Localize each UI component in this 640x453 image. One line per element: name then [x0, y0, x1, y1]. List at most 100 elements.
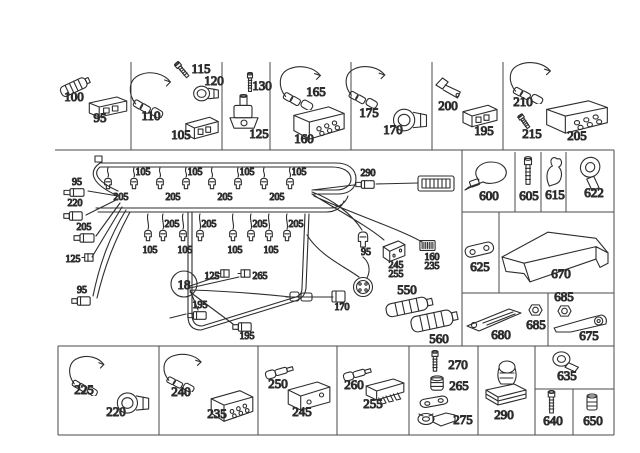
harness-branch-connector-drawing	[196, 229, 204, 242]
part-label-clamp-622[interactable]: 622	[584, 184, 605, 200]
part-label-pin-250[interactable]: 250	[268, 375, 289, 391]
part-label-branch-connector[interactable]: 105	[187, 166, 203, 178]
part-label-harness-connector-290[interactable]: 290	[360, 167, 376, 179]
part-label-branch-connector[interactable]: 205	[252, 218, 268, 230]
part-label-connector-195[interactable]: 195	[474, 122, 495, 138]
part-label-screw-115[interactable]: 115	[191, 60, 211, 76]
part-label-bullet-connector-100[interactable]: 100	[64, 88, 85, 104]
part-label-connector-120[interactable]: 120	[204, 72, 225, 88]
part-label-branch-connector[interactable]: 105	[142, 244, 158, 256]
harness-item-number-circle[interactable]	[170, 270, 198, 298]
screw-115-drawing	[173, 60, 191, 79]
harness-round-connector	[352, 256, 374, 298]
part-label-harness-connector-205[interactable]: 205	[76, 221, 92, 233]
part-label-sleeve-560[interactable]: 560	[429, 330, 450, 346]
part-label-cable-210[interactable]: 210	[513, 93, 534, 109]
harness-branch-connector-drawing	[208, 177, 216, 190]
harness-branch-wire	[285, 213, 289, 230]
part-label-connector-245[interactable]: 245	[292, 403, 313, 419]
part-label-bracket-680[interactable]: 680	[491, 326, 512, 342]
right-column-borders	[461, 150, 615, 346]
part-label-branch-connector[interactable]: 105	[135, 166, 151, 178]
part-label-connector-235[interactable]: 235	[207, 405, 228, 421]
part-label-harness-connector-195-left[interactable]: 195	[192, 299, 208, 311]
part-label-cap-265[interactable]: 265	[449, 377, 470, 393]
part-label-branch-connector[interactable]: 205	[165, 191, 181, 203]
part-label-terminal-200[interactable]: 200	[438, 97, 459, 113]
part-label-harness-connector-170[interactable]: 170	[334, 301, 350, 313]
part-label-branch-connector[interactable]: 205	[269, 191, 285, 203]
part-label-clamp-635[interactable]: 635	[557, 367, 578, 383]
part-label-branch-connector[interactable]: 105	[263, 244, 279, 256]
harness-connector-205-drawing	[73, 233, 95, 243]
part-label-harness-connector-235[interactable]: 235	[424, 260, 440, 272]
part-label-nut-685-right[interactable]: 685	[554, 288, 575, 304]
harness-branch-wire	[106, 167, 110, 178]
harness-end-connector	[417, 175, 455, 192]
part-label-harness-connector-265[interactable]: 265	[252, 270, 268, 282]
part-label-harness-connector-125-branch[interactable]: 125	[204, 270, 220, 282]
part-label-terminal-275[interactable]: 275	[453, 411, 474, 427]
part-label-harness-connector-220[interactable]: 220	[67, 197, 83, 209]
part-label-connector-255[interactable]: 255	[363, 395, 384, 411]
part-label-harness-connector-255[interactable]: 255	[388, 268, 404, 280]
part-label-cable-240[interactable]: 240	[171, 383, 192, 399]
harness-branch-connector-drawing	[159, 229, 167, 242]
part-label-cable-175[interactable]: 175	[359, 104, 380, 120]
part-label-connector-170[interactable]: 170	[383, 121, 404, 137]
part-label-cable-225[interactable]: 225	[74, 381, 95, 397]
part-label-branch-connector[interactable]: 105	[291, 166, 307, 178]
part-label-boot-290[interactable]: 290	[494, 406, 515, 422]
part-label-branch-connector[interactable]: 105	[239, 166, 255, 178]
bottom-row-borders	[57, 345, 615, 436]
harness-branch-connector-drawing	[260, 177, 268, 190]
part-label-connector-220-lower[interactable]: 220	[106, 403, 127, 419]
part-label-harness-connector-245[interactable]: 245	[388, 259, 404, 271]
wiring-harness-artwork	[85, 155, 455, 331]
part-label-screw-605[interactable]: 605	[519, 187, 540, 203]
part-label-sleeve-550[interactable]: 550	[397, 281, 418, 297]
harness-connector-125-drawing	[81, 253, 94, 262]
part-label-harness-connector-95-lower[interactable]: 95	[76, 284, 87, 296]
harness-branch-connector-drawing	[283, 229, 291, 242]
part-label-branch-connector[interactable]: 205	[217, 191, 233, 203]
part-label-harness-connector-95-upper[interactable]: 95	[71, 176, 82, 188]
part-label-bracket-625[interactable]: 625	[470, 258, 491, 274]
part-label-clip-615[interactable]: 615	[545, 186, 566, 202]
nut-685-left-drawing	[528, 304, 543, 316]
part-label-branch-connector[interactable]: 105	[227, 244, 243, 256]
part-label-connector-105[interactable]: 105	[171, 126, 192, 142]
part-label-cable-110[interactable]: 110	[141, 107, 161, 123]
cap-265-drawing	[430, 375, 444, 391]
part-label-harness-item-number[interactable]: 18	[177, 276, 191, 292]
part-label-connector-95[interactable]: 95	[93, 109, 107, 125]
part-label-sensor-125[interactable]: 125	[249, 125, 270, 141]
part-label-screw-270[interactable]: 270	[448, 356, 469, 372]
part-label-harness-connector-195-lower[interactable]: 195	[239, 330, 255, 342]
harness-branch-connector-drawing	[179, 229, 187, 242]
part-label-cable-165[interactable]: 165	[306, 83, 327, 99]
part-label-cover-670[interactable]: 670	[551, 265, 572, 281]
part-label-harness-connector-160[interactable]: 160	[424, 251, 440, 263]
part-label-screw-640[interactable]: 640	[543, 412, 564, 428]
part-label-screw-215[interactable]: 215	[522, 125, 543, 141]
part-label-pin-260[interactable]: 260	[344, 376, 365, 392]
part-label-connector-205[interactable]: 205	[567, 127, 588, 143]
part-label-nut-685-left[interactable]: 685	[526, 316, 547, 332]
part-label-harness-connector-95-branch[interactable]: 95	[360, 246, 371, 258]
part-label-connector-160[interactable]: 160	[294, 130, 315, 146]
part-label-branch-connector[interactable]: 205	[164, 218, 180, 230]
part-label-screw-130[interactable]: 130	[252, 77, 273, 93]
part-label-branch-connector[interactable]: 105	[177, 244, 193, 256]
part-label-bracket-675[interactable]: 675	[579, 327, 600, 343]
part-label-branch-connector[interactable]: 205	[113, 191, 129, 203]
section-borders	[55, 62, 615, 436]
part-label-cable-tie-600[interactable]: 600	[479, 187, 500, 203]
harness-branch-wire	[158, 167, 162, 178]
part-label-harness-connector-125[interactable]: 125	[65, 253, 81, 265]
part-label-sleeve-650[interactable]: 650	[583, 412, 604, 428]
part-label-branch-connector[interactable]: 205	[288, 218, 304, 230]
harness-branch-connector-drawing	[265, 229, 273, 242]
part-label-branch-connector[interactable]: 205	[201, 218, 217, 230]
